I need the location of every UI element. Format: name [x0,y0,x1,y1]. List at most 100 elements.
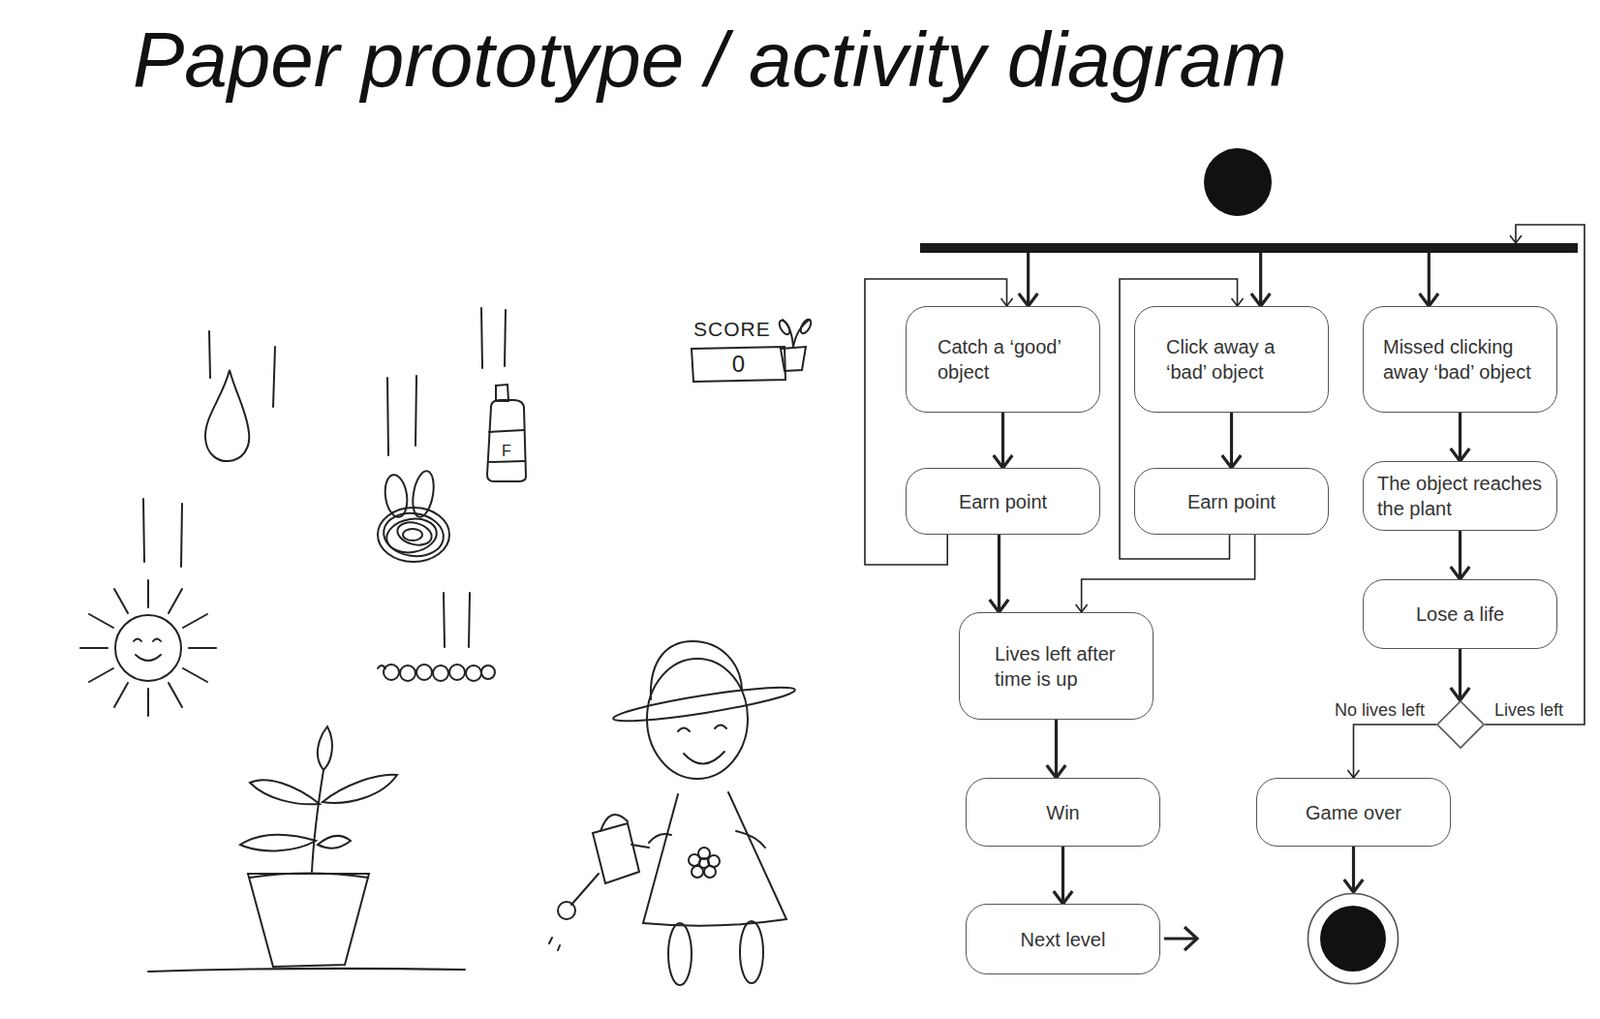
sun-drawing-stroke [183,668,208,682]
node-text: Catch a ‘good’ object [937,334,1088,385]
connector-line [1353,724,1438,778]
next-level-arrow [1164,926,1198,951]
potted-plant-drawing-stroke [317,726,333,770]
bee-drawing-stroke [387,377,389,456]
caterpillar-drawing-stroke [400,665,416,681]
initial-dot [1203,148,1272,216]
diagram-title: Paper prototype / activity diagram [132,17,1288,103]
node-text: Click away a ‘bad’ object [1166,334,1317,385]
bee-drawing-stroke [377,507,450,562]
sun-drawing-stroke [80,646,108,649]
bee-drawing-stroke [395,519,434,550]
caterpillar-drawing-stroke [449,664,465,680]
gardener-drawing-stroke [600,814,628,831]
caterpillar-drawing-stroke [481,665,495,679]
connector-line [1458,530,1462,580]
initial-node [1202,147,1273,217]
activity-box: Win [965,777,1161,847]
caterpillar-drawing-stroke [465,665,482,681]
diamond-outline [1437,701,1484,748]
score-panel-drawing-stroke [799,317,814,336]
sun-drawing-stroke [168,588,183,614]
sketch-label: SCORE [693,314,771,344]
node-text: Missed clicking away ‘bad’ object [1383,334,1547,385]
sun-drawing-stroke [133,639,142,643]
gardener-drawing-stroke [704,865,716,878]
caterpillar-drawing-stroke [383,664,400,680]
arrow-head [1251,293,1271,307]
node-text: Earn point [916,489,1090,515]
gardener-drawing-stroke [714,725,727,730]
connector [993,412,1014,468]
arrow-head [1231,298,1244,307]
node-text: Lives left after time is up [994,641,1141,692]
edge-label: No lives left [1332,700,1427,722]
activity-box: Catch a ‘good’ object [905,306,1101,413]
connector [1046,719,1067,778]
activity-box: Click away a ‘bad’ object [1134,306,1329,413]
sketch-label: 0 [691,349,786,379]
connector [1053,846,1074,904]
gardener-drawing-stroke [691,865,704,878]
gardener-drawing-stroke [557,901,576,920]
sun-drawing-stroke [143,498,145,562]
arrow-head [1018,293,1039,307]
sun-drawing [80,498,216,716]
sun-drawing-stroke [188,646,216,649]
final-dot [1320,905,1386,972]
connector [1251,252,1271,307]
fork-bar [920,243,1578,253]
sun-drawing-stroke [89,668,114,682]
bee-drawing-stroke [415,375,417,446]
node-text: Next level [976,926,1150,953]
connector [1450,648,1471,701]
activity-box: Lose a life [1362,579,1558,649]
fertilizer-bottle-drawing-stroke [481,307,483,369]
gardener-drawing-stroke [549,937,553,944]
connector-line [1352,846,1355,893]
connector-line [1081,534,1256,613]
connector [1018,252,1039,307]
bee-drawing-stroke [402,528,423,541]
potted-plant-drawing-stroke [249,779,320,804]
arrow-head [1222,455,1242,468]
arrow-head [1509,235,1522,244]
node-text: Game over [1266,800,1441,826]
sun-drawing-stroke [89,614,114,628]
potted-plant-drawing-stroke [322,774,398,803]
fertilizer-bottle-drawing-stroke [495,384,509,401]
score-panel-drawing-stroke [777,318,793,337]
fertilizer-bottle-drawing-stroke [504,309,506,367]
gardener-drawing-stroke [736,830,766,848]
caterpillar-drawing-stroke [432,665,449,681]
score-panel-drawing-stroke [691,346,786,382]
raindrop-drawing-stroke [205,369,249,462]
arrow-head [1053,891,1074,904]
node-text: Earn point [1144,489,1319,515]
connector [1222,412,1242,468]
gardener-drawing-stroke [592,823,640,884]
connector-line [1458,648,1462,701]
activity-box: Lives left after time is up [958,612,1154,720]
caterpillar-drawing-stroke [443,592,445,647]
gardener-drawing-stroke [648,833,672,843]
sketch-label: F [487,436,526,466]
edge-label: Lives left [1492,700,1566,722]
fertilizer-bottle-drawing-stroke [489,461,525,462]
connector-line [997,534,1001,613]
raindrop-drawing [205,331,276,462]
gardener-drawing-stroke [612,680,797,728]
gardener-drawing [549,641,797,985]
next-level-arrow-stroke [1184,926,1198,951]
final-ring [1308,893,1399,985]
arrow-head [1344,879,1364,893]
caterpillar-drawing-stroke [468,592,470,647]
arrow-head [1001,298,1014,307]
connector-line [1458,412,1462,462]
sun-drawing-stroke [183,614,208,628]
connector-line [1001,412,1005,468]
arrow-head [1046,765,1067,778]
fertilizer-bottle-drawing [481,307,526,482]
